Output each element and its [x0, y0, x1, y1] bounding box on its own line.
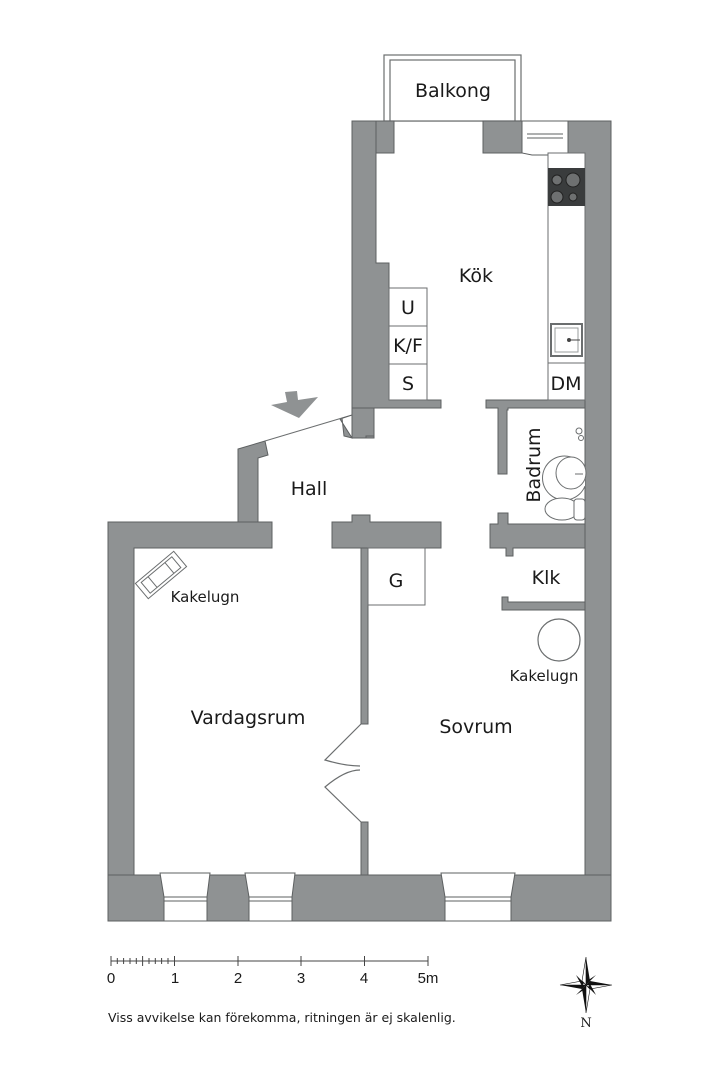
scale-bar: 0 1 2 3 4 5m — [107, 956, 439, 987]
scale-tick-2: 2 — [234, 970, 242, 987]
tiled-stove-bedroom-label: Kakelugn — [510, 667, 579, 685]
cabinet-label: S — [402, 373, 414, 395]
disclaimer: Viss avvikelse kan förekomma, ritningen … — [108, 1010, 456, 1025]
dishwasher-label: DM — [550, 373, 581, 395]
bathroom-label: Badrum — [523, 427, 545, 502]
tiled-stove-living — [134, 550, 188, 600]
compass-rose-icon — [559, 956, 613, 1014]
window-kitchen — [521, 120, 569, 156]
scale-tick-5: 5m — [418, 970, 439, 987]
kitchen-label: Kök — [459, 265, 493, 287]
tiled-stove-living-label: Kakelugn — [171, 588, 240, 606]
kitchen-cabinets-left — [388, 287, 428, 401]
window-bottom-2 — [244, 872, 296, 922]
double-door — [323, 723, 362, 823]
wardrobe — [367, 547, 426, 606]
walls — [107, 120, 612, 922]
living-room-label: Vardagsrum — [191, 707, 306, 729]
scale-tick-0: 0 — [107, 970, 115, 987]
scale-tick-4: 4 — [360, 970, 368, 987]
scale-tick-3: 3 — [297, 970, 305, 987]
compass-north-label: N — [580, 1016, 591, 1031]
window-bottom-3 — [440, 872, 516, 922]
bedroom-label: Sovrum — [439, 716, 512, 738]
closet-label: Klk — [532, 567, 561, 589]
wardrobe-label: G — [389, 570, 404, 592]
balcony — [383, 54, 522, 122]
tiled-stove-bedroom — [537, 618, 581, 662]
upper-cabinet-label: U — [401, 297, 415, 319]
kitchen-counter — [547, 152, 586, 401]
fridge-freezer-label: K/F — [393, 335, 423, 357]
window-bottom-1 — [159, 872, 211, 922]
entry-door — [264, 417, 343, 442]
scale-tick-1: 1 — [171, 970, 179, 987]
hall-label: Hall — [291, 478, 328, 500]
bathroom-fixtures — [542, 427, 587, 521]
entrance-arrow-icon — [271, 391, 318, 418]
balcony-label: Balkong — [415, 80, 491, 102]
